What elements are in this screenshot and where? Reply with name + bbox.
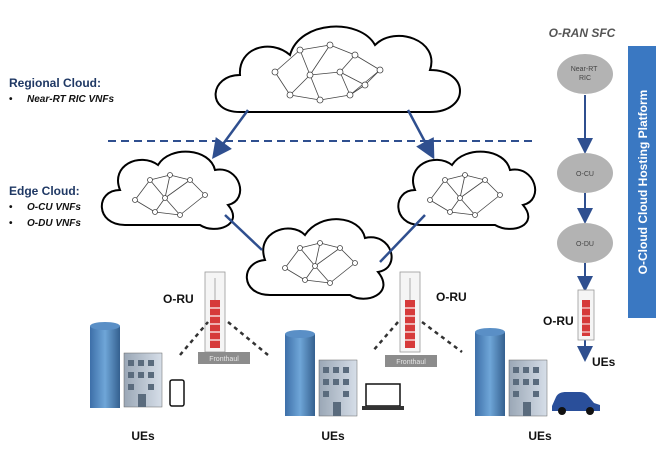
laptop-icon [362,383,404,410]
edge-cloud-center [245,218,393,300]
sfc-node-o-du [557,223,613,263]
edge-cloud-item-ocu: O-CU VNFs [9,202,81,213]
sfc-title: O-RAN SFC [549,26,616,40]
regional-cloud [214,25,461,113]
sfc-oru-antenna [577,289,595,341]
oru-antenna-left [204,271,226,353]
ue-group-left [90,322,185,408]
smartphone-icon [169,379,185,407]
ue-group-right [475,328,600,417]
regional-mesh [271,41,384,104]
edge-cloud-heading: Edge Cloud: [9,184,80,198]
ues-label-right: UEs [528,429,552,443]
cloud-links [212,109,435,263]
edge-cloud-left [100,150,242,230]
fronthaul-box-right [385,355,437,367]
ues-label-center: UEs [321,429,345,443]
sfc-ues-label: UEs [592,355,616,369]
edge-cloud-right [397,150,537,230]
car-icon [552,392,600,415]
sfc-node-label-near-rt-ric: Near-RT RIC [571,66,600,82]
sfc-node-label-o-du: O-DU [576,241,594,248]
ocloud-platform-bar [628,46,656,318]
fronthaul-box-left [198,352,250,364]
sfc-node-o-cu [557,153,613,193]
oru-label-right: O-RU [436,290,467,304]
fronthaul-links [179,321,463,356]
ocloud-platform-label: O-Cloud Cloud Hosting Platform [636,90,650,275]
sfc-node-label-o-cu: O-CU [576,171,594,178]
regional-cloud-heading: Regional Cloud: [9,76,101,90]
regional-cloud-item: Near-RT RIC VNFs [9,94,114,105]
oru-label-left: O-RU [163,292,194,306]
ues-label-left: UEs [131,429,155,443]
fronthaul-label-left: Fronthaul [209,356,239,363]
fronthaul-label-right: Fronthaul [396,359,426,366]
sfc-node-near-rt-ric [557,54,613,94]
ue-group-center [285,330,404,417]
oru-antenna-right [399,271,421,353]
edge-cloud-item-odu: O-DU VNFs [9,218,81,229]
sfc-oru-label: O-RU [543,314,574,328]
